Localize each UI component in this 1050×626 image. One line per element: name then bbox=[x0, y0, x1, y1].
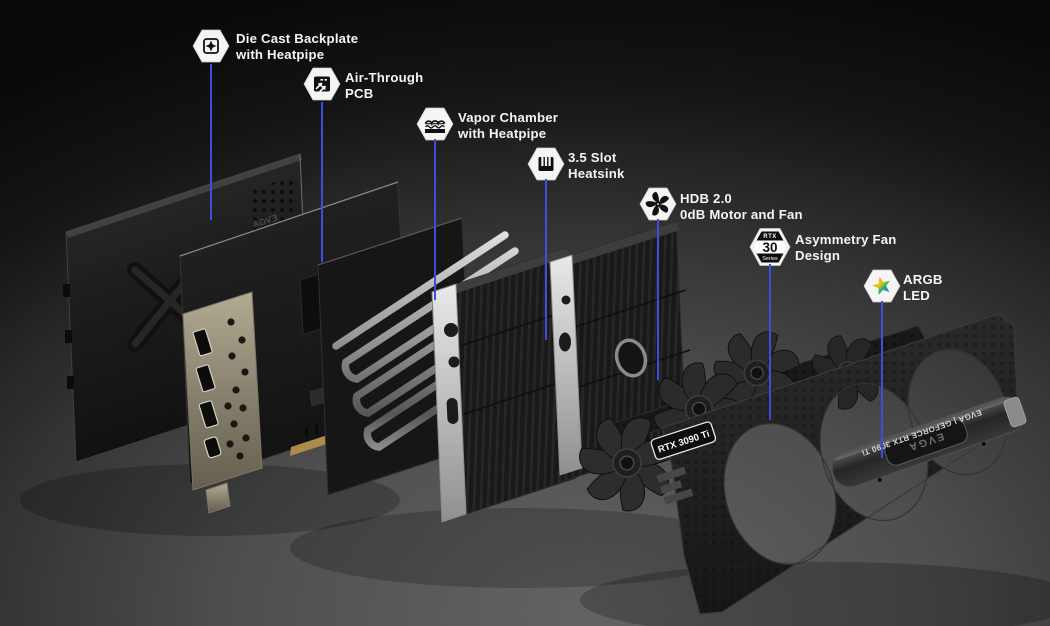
callout-label: 3.5 Slot Heatsink bbox=[568, 150, 625, 181]
callout-line bbox=[881, 301, 883, 458]
callout-label: ARGB LED bbox=[903, 272, 943, 303]
bracket-vent-holes bbox=[224, 318, 250, 460]
svg-text:RTX: RTX bbox=[763, 234, 777, 240]
callout-line bbox=[434, 139, 436, 300]
hdmi-port bbox=[203, 436, 222, 459]
heatsink-icon bbox=[526, 146, 566, 182]
callout-line bbox=[769, 264, 771, 420]
vapor-chamber-heatsink-block bbox=[431, 247, 577, 523]
argb-led-icon bbox=[862, 268, 902, 304]
displayport-port bbox=[198, 400, 219, 429]
fan bbox=[707, 325, 803, 422]
vapor-chamber-icon bbox=[415, 106, 455, 142]
callout-line bbox=[657, 219, 659, 380]
callout-label: Die Cast Backplate with Heatpipe bbox=[236, 31, 359, 62]
callout-label: HDB 2.0 0dB Motor and Fan bbox=[680, 191, 803, 222]
callout-label: Vapor Chamber with Heatpipe bbox=[458, 110, 559, 141]
callout-label: Air-Through PCB bbox=[345, 70, 424, 101]
callout-line bbox=[210, 64, 212, 220]
displayport-port bbox=[195, 364, 216, 393]
air-through-pcb-icon bbox=[302, 66, 342, 102]
rtx-30-series-badge-icon: RTX 30 Series bbox=[748, 226, 792, 268]
fan bbox=[572, 410, 679, 518]
io-bracket bbox=[182, 291, 263, 514]
heatpipes bbox=[332, 231, 552, 451]
svg-text:30: 30 bbox=[762, 240, 777, 255]
svg-text:Series: Series bbox=[762, 256, 778, 262]
displayport-port bbox=[192, 328, 213, 357]
callout-line bbox=[321, 102, 323, 262]
callout-line bbox=[545, 179, 547, 340]
evga-e-logo-cutout bbox=[656, 466, 694, 505]
callout-label: Asymmetry Fan Design bbox=[795, 232, 897, 263]
die-cast-backplate-icon bbox=[191, 28, 231, 64]
fan-icon bbox=[638, 186, 678, 222]
